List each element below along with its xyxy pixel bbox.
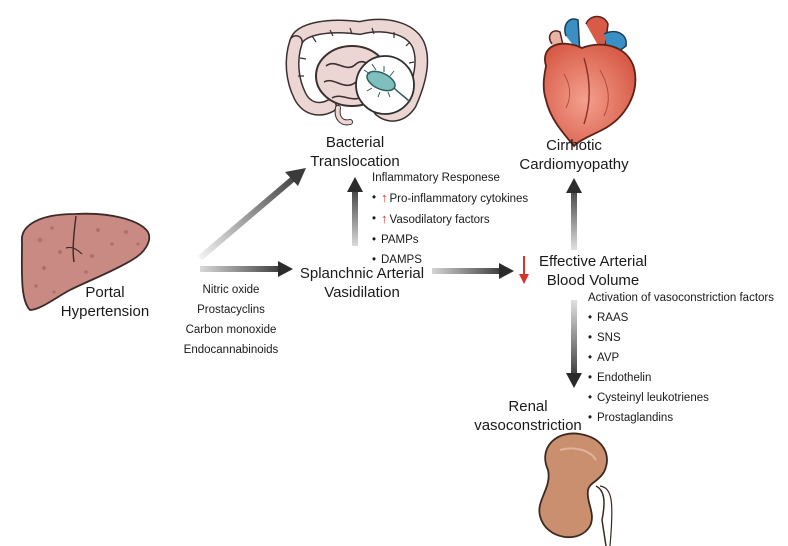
vasodilator-item: Prostacyclins [197, 304, 265, 316]
effective-line2: Blood Volume [546, 272, 640, 289]
vasoconstriction-item: Endothelin [588, 368, 774, 388]
vasoconstriction-item: RAAS [588, 308, 774, 328]
renal-vasoconstriction-label: Renal vasoconstriction [468, 397, 588, 435]
cardio-line1: Cirrhotic [546, 137, 602, 154]
heart-icon [542, 15, 637, 148]
vasoconstriction-item: SNS [588, 328, 774, 348]
vasoconstriction-factors-block: Activation of vasoconstriction factors R… [588, 288, 774, 428]
inflammatory-heading: Inflammatory Responese [372, 172, 500, 184]
bacteria-icon [355, 55, 415, 115]
cirrhotic-cardiomyopathy-label: Cirrhotic Cardiomyopathy [514, 136, 634, 174]
effective-line1: Effective Arterial [538, 253, 648, 270]
liver-icon [20, 212, 151, 311]
renal-line1: Renal [508, 398, 548, 415]
splanchnic-line2: Vasidilation [324, 284, 400, 301]
portal-hypertension-label: Portal Hypertension [40, 283, 170, 321]
cardio-line2: Cardiomyopathy [519, 156, 629, 173]
arrow-splanchnic-to-bacterial [347, 177, 363, 246]
vasoconstriction-heading: Activation of vasoconstriction factors [588, 292, 774, 304]
arrow-effective-to-renal [566, 300, 582, 388]
increase-arrow-icon: ↑ [381, 211, 388, 226]
inflammatory-response-block: Inflammatory Responese ↑Pro-inflammatory… [372, 168, 528, 270]
vasoconstriction-item: AVP [588, 348, 774, 368]
bacterial-line1: Bacterial [325, 134, 385, 151]
bacterial-line2: Translocation [310, 153, 400, 170]
arrow-portal-to-splanchnic [200, 261, 293, 277]
increase-arrow-icon: ↑ [381, 190, 388, 205]
vasoconstriction-item: Prostaglandins [588, 408, 774, 428]
portal-line2: Hypertension [60, 303, 150, 320]
inflammatory-list: ↑Pro-inflammatory cytokines ↑Vasodilator… [372, 188, 528, 270]
vasodilator-item: Endocannabinoids [183, 344, 279, 356]
portal-line1: Portal [85, 284, 125, 301]
arrow-effective-to-cardio [566, 178, 582, 250]
effective-blood-volume-label: Effective Arterial Blood Volume [528, 252, 658, 290]
vasodilator-list: Nitric oxide Prostacyclins Carbon monoxi… [176, 280, 286, 360]
intestine-icon [285, 18, 429, 126]
bacterial-translocation-label: Bacterial Translocation [300, 133, 410, 171]
inflammatory-item: PAMPs [372, 230, 528, 250]
vasoconstriction-list: RAAS SNS AVP Endothelin Cysteinyl leukot… [588, 308, 774, 428]
renal-line2: vasoconstriction [474, 417, 582, 434]
inflammatory-item: ↑Pro-inflammatory cytokines [372, 188, 528, 209]
vasoconstriction-item: Cysteinyl leukotrienes [588, 388, 774, 408]
inflammatory-item: ↑Vasodilatory factors [372, 209, 528, 230]
vasodilator-item: Nitric oxide [202, 284, 260, 296]
kidney-icon [538, 432, 613, 546]
vasodilator-item: Carbon monoxide [185, 324, 277, 336]
inflammatory-item: DAMPS [372, 250, 528, 270]
arrow-portal-to-bacterial [198, 168, 306, 261]
